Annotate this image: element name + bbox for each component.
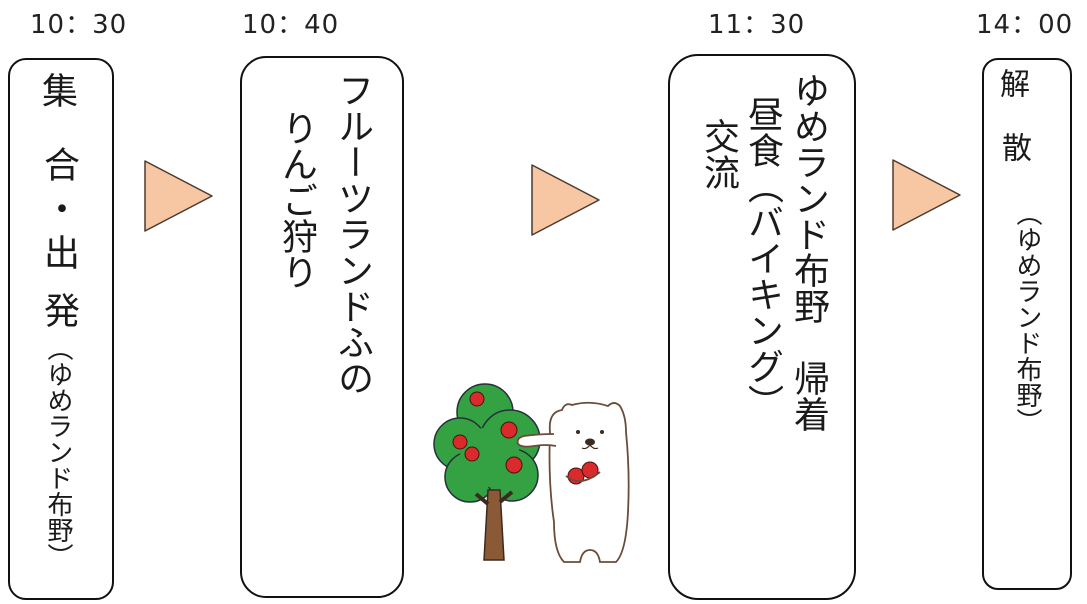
arrow-right-icon [144, 160, 213, 232]
step-2-line-1: フルーツランドふの [332, 72, 373, 396]
step-2-line-2: りんご狩り [276, 110, 317, 290]
arrow-right-icon [531, 164, 600, 236]
step-1-line-1: 集 [36, 72, 77, 108]
step-3-line-2: 昼食（バイキング） [742, 96, 783, 420]
step-3-box: ゆめランド布野 帰着 昼食（バイキング） 交流 [668, 54, 856, 600]
step-3-line-1: ゆめランド布野 帰着 [788, 72, 829, 432]
step-2-time: 10：40 [242, 10, 340, 40]
step-3-time: 11：30 [708, 10, 806, 40]
step-1-box: 集 合・出 発 （ゆめランド布野） [8, 58, 114, 600]
step-1-line-2: 合・出 [38, 146, 79, 278]
arrow-right-icon [892, 159, 961, 231]
step-1-time: 10：30 [30, 10, 128, 40]
step-1-line-4: （ゆめランド布野） [43, 335, 73, 569]
step-4-box: 解 散 （ゆめランド布野） [982, 58, 1072, 590]
step-4-time: 14：00 [976, 10, 1074, 40]
step-4-line-3: （ゆめランド布野） [1012, 200, 1042, 434]
step-4-line-1: 解 [994, 68, 1029, 98]
step-4-line-2: 散 [996, 132, 1031, 162]
bear-apple-tree-icon [433, 383, 630, 563]
step-1-line-3: 発 [38, 292, 79, 328]
step-2-box: フルーツランドふの りんご狩り [240, 56, 404, 598]
step-3-line-3: 交流 [698, 118, 739, 190]
